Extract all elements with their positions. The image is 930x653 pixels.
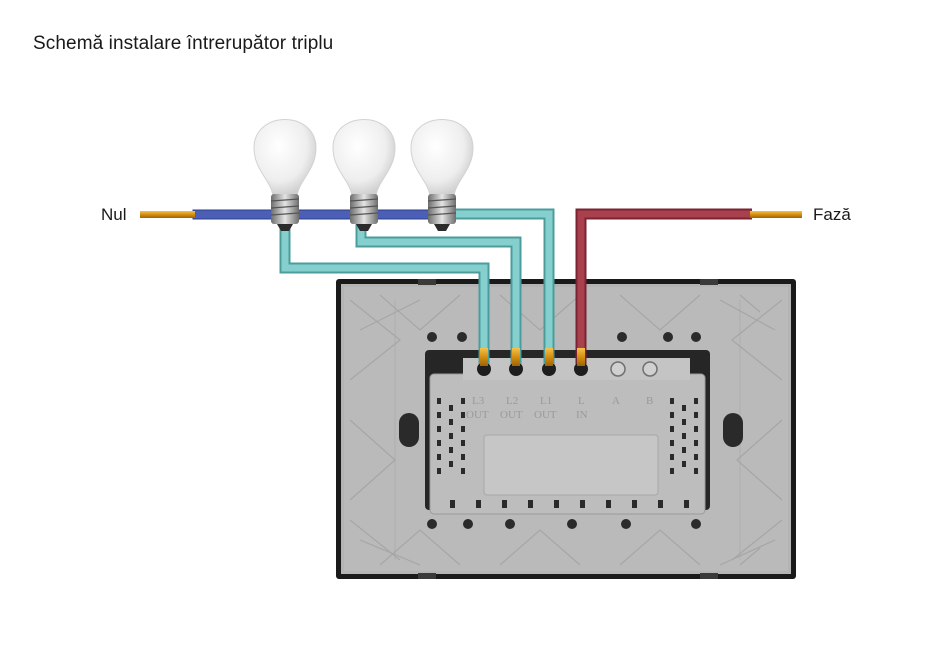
switch-plate [336,279,796,579]
terminal-label-l1: L1 [540,395,552,407]
terminal-label-b: B [646,395,653,407]
bulb-1 [253,119,317,231]
terminal-label-l2-sub: OUT [500,409,523,421]
phase-label: Fază [813,205,851,224]
terminal-labels: L3 OUT L2 OUT L1 OUT L IN A B [466,395,653,421]
terminal-label-l-sub: IN [576,409,588,421]
terminal-label-l3-sub: OUT [466,409,489,421]
bulb-2 [332,119,396,231]
bulb-3 [410,119,474,231]
terminal-label-l3: L3 [472,395,485,407]
terminal-tips [480,348,585,366]
phase-wire [575,208,802,364]
terminal-label-l2: L2 [506,395,518,407]
terminal-label-l: L [578,395,585,407]
page-title: Schemă instalare întrerupător triplu [33,33,334,54]
terminal-label-a: A [612,395,620,407]
output-wires [279,208,555,364]
neutral-label: Nul [101,205,127,224]
terminal-label-l1-sub: OUT [534,409,557,421]
